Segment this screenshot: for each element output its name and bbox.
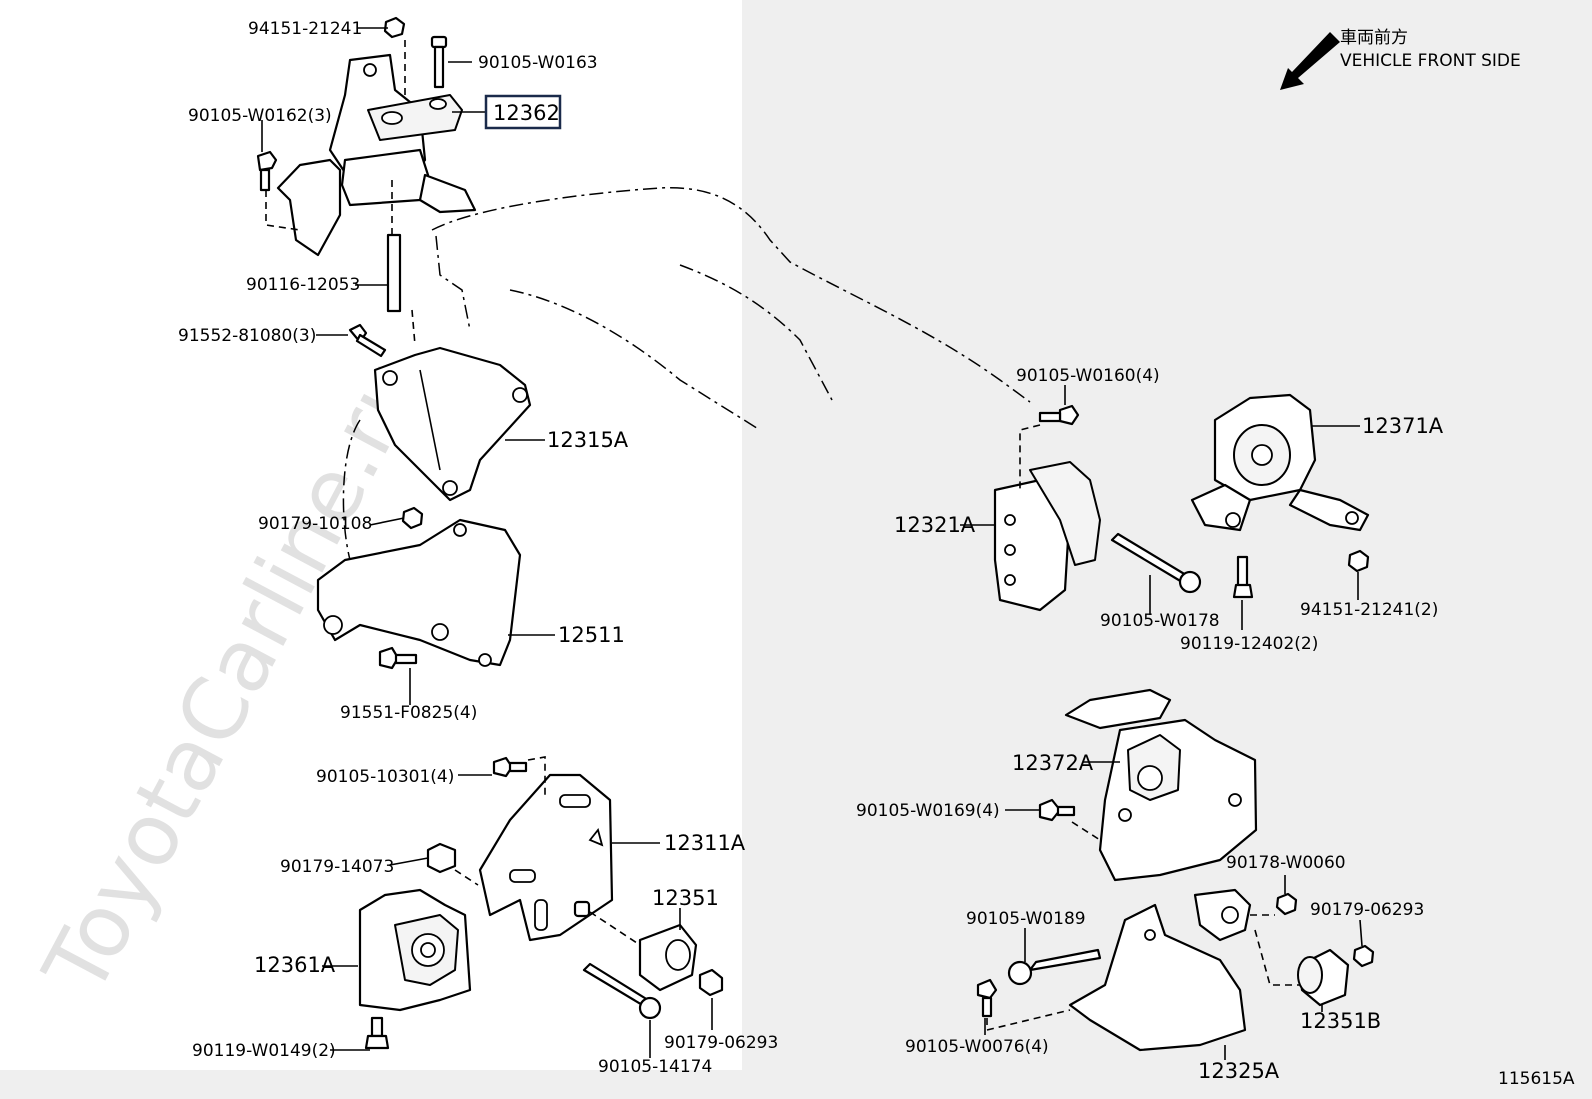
label-12351b[interactable]: 12351B <box>1300 1009 1381 1033</box>
bolt-90105-w0169[interactable] <box>1038 798 1076 822</box>
bolt-91551-f0825[interactable] <box>378 646 418 670</box>
label-90179-06293-right[interactable]: 90179-06293 <box>1310 900 1424 920</box>
label-90105-w0178[interactable]: 90105-W0178 <box>1100 611 1220 631</box>
label-90179-06293-left[interactable]: 90179-06293 <box>664 1033 778 1053</box>
figure-id: 115615A <box>1498 1069 1575 1089</box>
label-91552-81080[interactable]: 91552-81080(3) <box>178 326 316 346</box>
stud-90116-12053[interactable] <box>386 233 402 313</box>
bolt-91552-81080[interactable] <box>348 323 387 358</box>
label-90178-w0060[interactable]: 90178-W0060 <box>1226 853 1346 873</box>
bracket-12315a[interactable] <box>373 346 532 502</box>
mount-12371a[interactable] <box>1190 393 1370 532</box>
bushing-12351b[interactable] <box>1297 948 1350 1007</box>
bolt-90105-w0189[interactable] <box>1007 948 1102 986</box>
label-12315a[interactable]: 12315A <box>547 428 629 452</box>
label-90119-12402[interactable]: 90119-12402(2) <box>1180 634 1318 654</box>
label-90105-w0163[interactable]: 90105-W0163 <box>478 53 598 73</box>
vehicle-front-arrow <box>1280 32 1340 90</box>
label-12351[interactable]: 12351 <box>652 886 719 910</box>
vehicle-front-jp: 車両前方 <box>1340 28 1408 48</box>
bolt-90105-w0160[interactable] <box>1038 404 1080 426</box>
part-labels: 94151-21241 90105-W0163 90105-W0162(3) 1… <box>178 19 1575 1089</box>
bracket-12325a[interactable] <box>1068 888 1252 1052</box>
mount-12361a[interactable] <box>358 888 472 1012</box>
label-90105-w0162[interactable]: 90105-W0162(3) <box>188 106 332 126</box>
bolt-90105-14174[interactable] <box>582 962 662 1020</box>
label-12321a[interactable]: 12321A <box>894 513 976 537</box>
nut-90179-14073[interactable] <box>426 842 457 874</box>
bolt-90105-10301[interactable] <box>492 756 528 778</box>
label-12511[interactable]: 12511 <box>558 623 625 647</box>
label-12361a[interactable]: 12361A <box>254 953 336 977</box>
label-90105-w0160[interactable]: 90105-W0160(4) <box>1016 366 1160 386</box>
bolt-90105-w0178[interactable] <box>1110 532 1202 594</box>
label-12372a[interactable]: 12372A <box>1012 751 1094 775</box>
bolt-90105-w0076[interactable] <box>976 978 998 1018</box>
bracket-12511[interactable] <box>316 518 522 667</box>
label-94151-21241-top[interactable]: 94151-21241 <box>248 19 362 39</box>
highlight-box-12362 <box>484 94 562 130</box>
engine-outline <box>342 186 1031 561</box>
label-12371a[interactable]: 12371A <box>1362 414 1444 438</box>
bolt-90119-w0149[interactable] <box>364 1016 390 1050</box>
bolt-90119-12402[interactable] <box>1232 555 1254 599</box>
label-90179-10108[interactable]: 90179-10108 <box>258 514 372 534</box>
label-90105-14174[interactable]: 90105-14174 <box>598 1057 712 1077</box>
bolt-90105-w0163[interactable] <box>430 35 448 89</box>
vehicle-front-en: VEHICLE FRONT SIDE <box>1340 51 1521 71</box>
label-90116-12053[interactable]: 90116-12053 <box>246 275 360 295</box>
nut-94151-21241[interactable] <box>383 16 406 39</box>
label-12311a[interactable]: 12311A <box>664 831 746 855</box>
label-90119-w0149[interactable]: 90119-W0149(2) <box>192 1041 336 1061</box>
label-90105-w0076[interactable]: 90105-W0076(4) <box>905 1037 1049 1057</box>
nut-90179-06293-left[interactable] <box>698 968 724 997</box>
label-12362[interactable]: 12362 <box>493 101 560 125</box>
label-91551-f0825[interactable]: 91551-F0825(4) <box>340 703 477 723</box>
mount-12362-assembly[interactable] <box>276 53 477 257</box>
label-90105-10301[interactable]: 90105-10301(4) <box>316 767 454 787</box>
stud-12311a[interactable] <box>573 900 591 918</box>
label-90105-w0169[interactable]: 90105-W0169(4) <box>856 801 1000 821</box>
leader-lines <box>261 27 1363 1060</box>
mount-12372a[interactable] <box>1064 688 1258 882</box>
bracket-12311a[interactable] <box>478 773 614 942</box>
mount-12321a[interactable] <box>993 461 1101 612</box>
bolt-90105-w0162[interactable] <box>256 150 278 192</box>
label-90179-14073[interactable]: 90179-14073 <box>280 857 394 877</box>
nut-90178-w0060[interactable] <box>1275 892 1298 916</box>
nut-90179-10108[interactable] <box>401 506 424 530</box>
nut-90179-06293-right[interactable] <box>1352 944 1375 968</box>
label-94151-21241-right[interactable]: 94151-21241(2) <box>1300 600 1438 620</box>
label-90105-w0189[interactable]: 90105-W0189 <box>966 909 1086 929</box>
nut-94151-21241-right[interactable] <box>1347 549 1370 573</box>
label-12325a[interactable]: 12325A <box>1198 1059 1280 1083</box>
